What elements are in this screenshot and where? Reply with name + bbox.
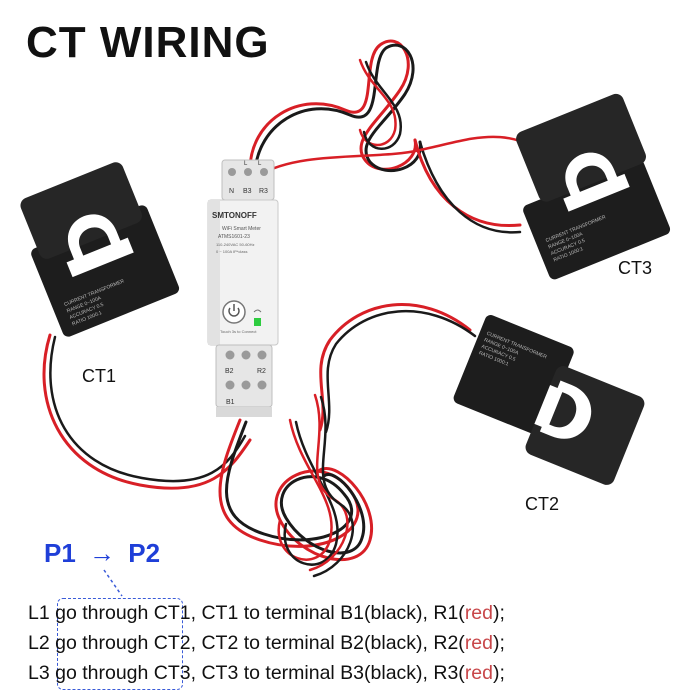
terminal-label-top-l1: L (244, 161, 248, 167)
instruction-phase: L1 (28, 602, 50, 624)
wifi-icon (253, 309, 262, 313)
instruction-red-word: red (464, 602, 493, 624)
instruction-red-word: red (464, 632, 493, 654)
terminal-label-top-l2: L (258, 161, 262, 167)
terminal-label-b2: B2 (225, 368, 234, 375)
ct3-clamp: CURRENT TRANSFORMER RANGE 0~100A ACCURAC… (516, 93, 671, 280)
terminal-screw (260, 168, 268, 176)
instruction-line-l3: L3 go through CT3, CT3 to terminal B3(bl… (28, 658, 505, 688)
wiring-instructions: L1 go through CT1, CT1 to terminal B1(bl… (28, 598, 505, 688)
instruction-through: go through (55, 632, 149, 654)
meter-model-1: WiFi Smart Meter (222, 226, 261, 232)
instruction-text: CT3, CT3 to terminal B3(black), R3( (153, 662, 465, 684)
dashed-leader (103, 569, 123, 597)
ct2-clamp: CURRENT TRANSFORMER RANGE 0~100A ACCURAC… (453, 315, 645, 485)
meter-spec-2: 0 ~ 100A IP*class (216, 249, 247, 254)
terminal-screw (228, 168, 236, 176)
direction-from: P1 (44, 538, 76, 568)
top-coil (248, 39, 422, 174)
smart-meter: L L N B3 R3 SMTONOFF WiFi Smart Meter AT… (207, 159, 279, 417)
instruction-through: go through (55, 602, 149, 624)
instruction-line-l1: L1 go through CT1, CT1 to terminal B1(bl… (28, 598, 505, 628)
ct3-label: CT3 (618, 258, 653, 278)
instruction-red-word: red (464, 662, 493, 684)
terminal-label-r2: R2 (257, 368, 266, 375)
direction-to: P2 (128, 538, 161, 568)
instruction-end: ); (493, 602, 505, 624)
terminal-label-n: N (229, 188, 234, 195)
instruction-text: CT1, CT1 to terminal B1(black), R1( (153, 602, 465, 624)
ct1-clamp: CURRENT TRANSFORMER RANGE 0~100A ACCURAC… (20, 162, 180, 337)
ct2-label: CT2 (525, 494, 560, 514)
instruction-through: go through (55, 662, 149, 684)
touch-label: Touch 3s to Connect (220, 329, 257, 334)
meter-model-2: ATMS1601-23 (218, 234, 250, 240)
terminal-label-b1: B1 (226, 399, 235, 406)
instruction-text: CT2, CT2 to terminal B2(black), R2( (153, 632, 465, 654)
wiring-diagram: CURRENT TRANSFORMER RANGE 0~100A ACCURAC… (20, 39, 671, 578)
power-button-icon (222, 300, 246, 324)
go-through-highlight-box (57, 598, 183, 690)
instruction-line-l2: L2 go through CT2, CT2 to terminal B2(bl… (28, 628, 505, 658)
terminal-label-r3: R3 (259, 188, 268, 195)
terminal-label-b3: B3 (243, 188, 252, 195)
wires (42, 39, 562, 578)
meter-brand: SMTONOFF (212, 211, 257, 220)
instruction-phase: L2 (28, 632, 50, 654)
instruction-end: ); (493, 632, 505, 654)
status-led-icon (254, 318, 261, 326)
instruction-phase: L3 (28, 662, 50, 684)
page-title: CT WIRING (26, 18, 270, 67)
ct1-label: CT1 (82, 366, 117, 386)
meter-spec-1: 110-240VAC 50-60Hz (216, 242, 255, 247)
direction-label: P1 → P2 (44, 538, 160, 569)
instruction-end: ); (493, 662, 505, 684)
direction-arrow-icon: → (89, 538, 116, 568)
terminal-screw (244, 168, 252, 176)
bottom-coil (218, 393, 374, 578)
